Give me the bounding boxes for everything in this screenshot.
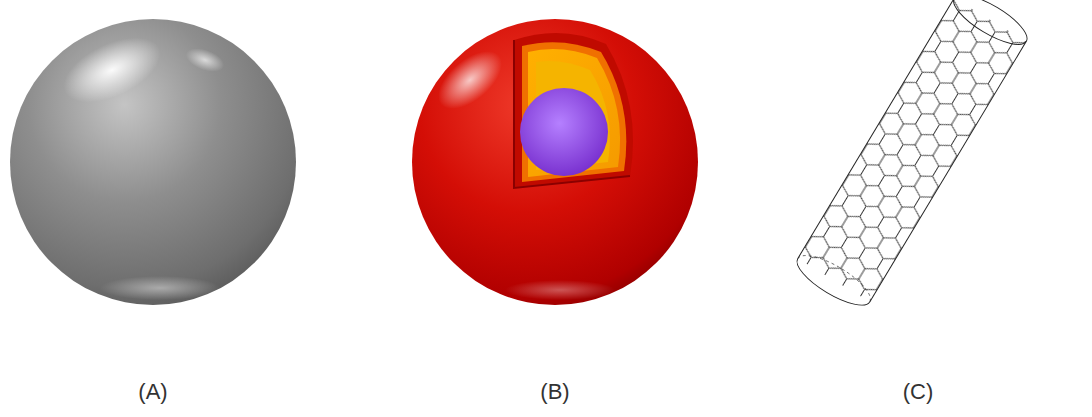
panel-label: (B): [540, 379, 569, 405]
panel-label: (A): [138, 379, 167, 405]
core-shell-sphere: [412, 19, 698, 305]
panel-label: (C): [903, 379, 934, 405]
solid-sphere: [10, 19, 296, 305]
carbon-nanotube: [791, 0, 1034, 314]
